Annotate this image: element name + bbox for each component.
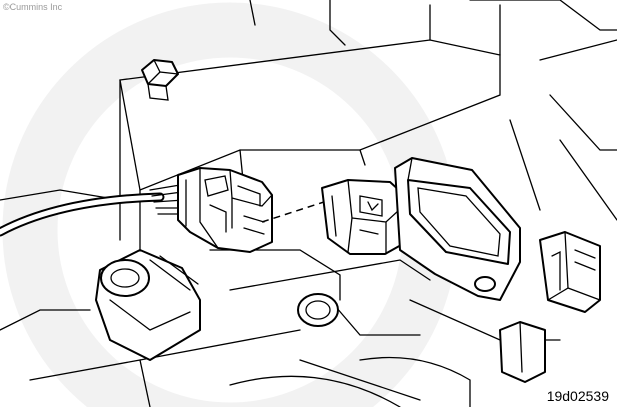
left-sensor — [95, 249, 201, 361]
hex-bolt — [141, 59, 179, 101]
port-plug — [297, 293, 339, 327]
figure-id: 19d02539 — [544, 388, 611, 404]
harness-connector — [177, 167, 273, 253]
copyright-label: ©Cummins Inc — [3, 2, 63, 12]
wiring-harness — [0, 184, 189, 237]
sensor-connector-plug — [321, 179, 411, 255]
right-side-connector — [499, 231, 601, 383]
pressure-sensor — [394, 157, 521, 301]
